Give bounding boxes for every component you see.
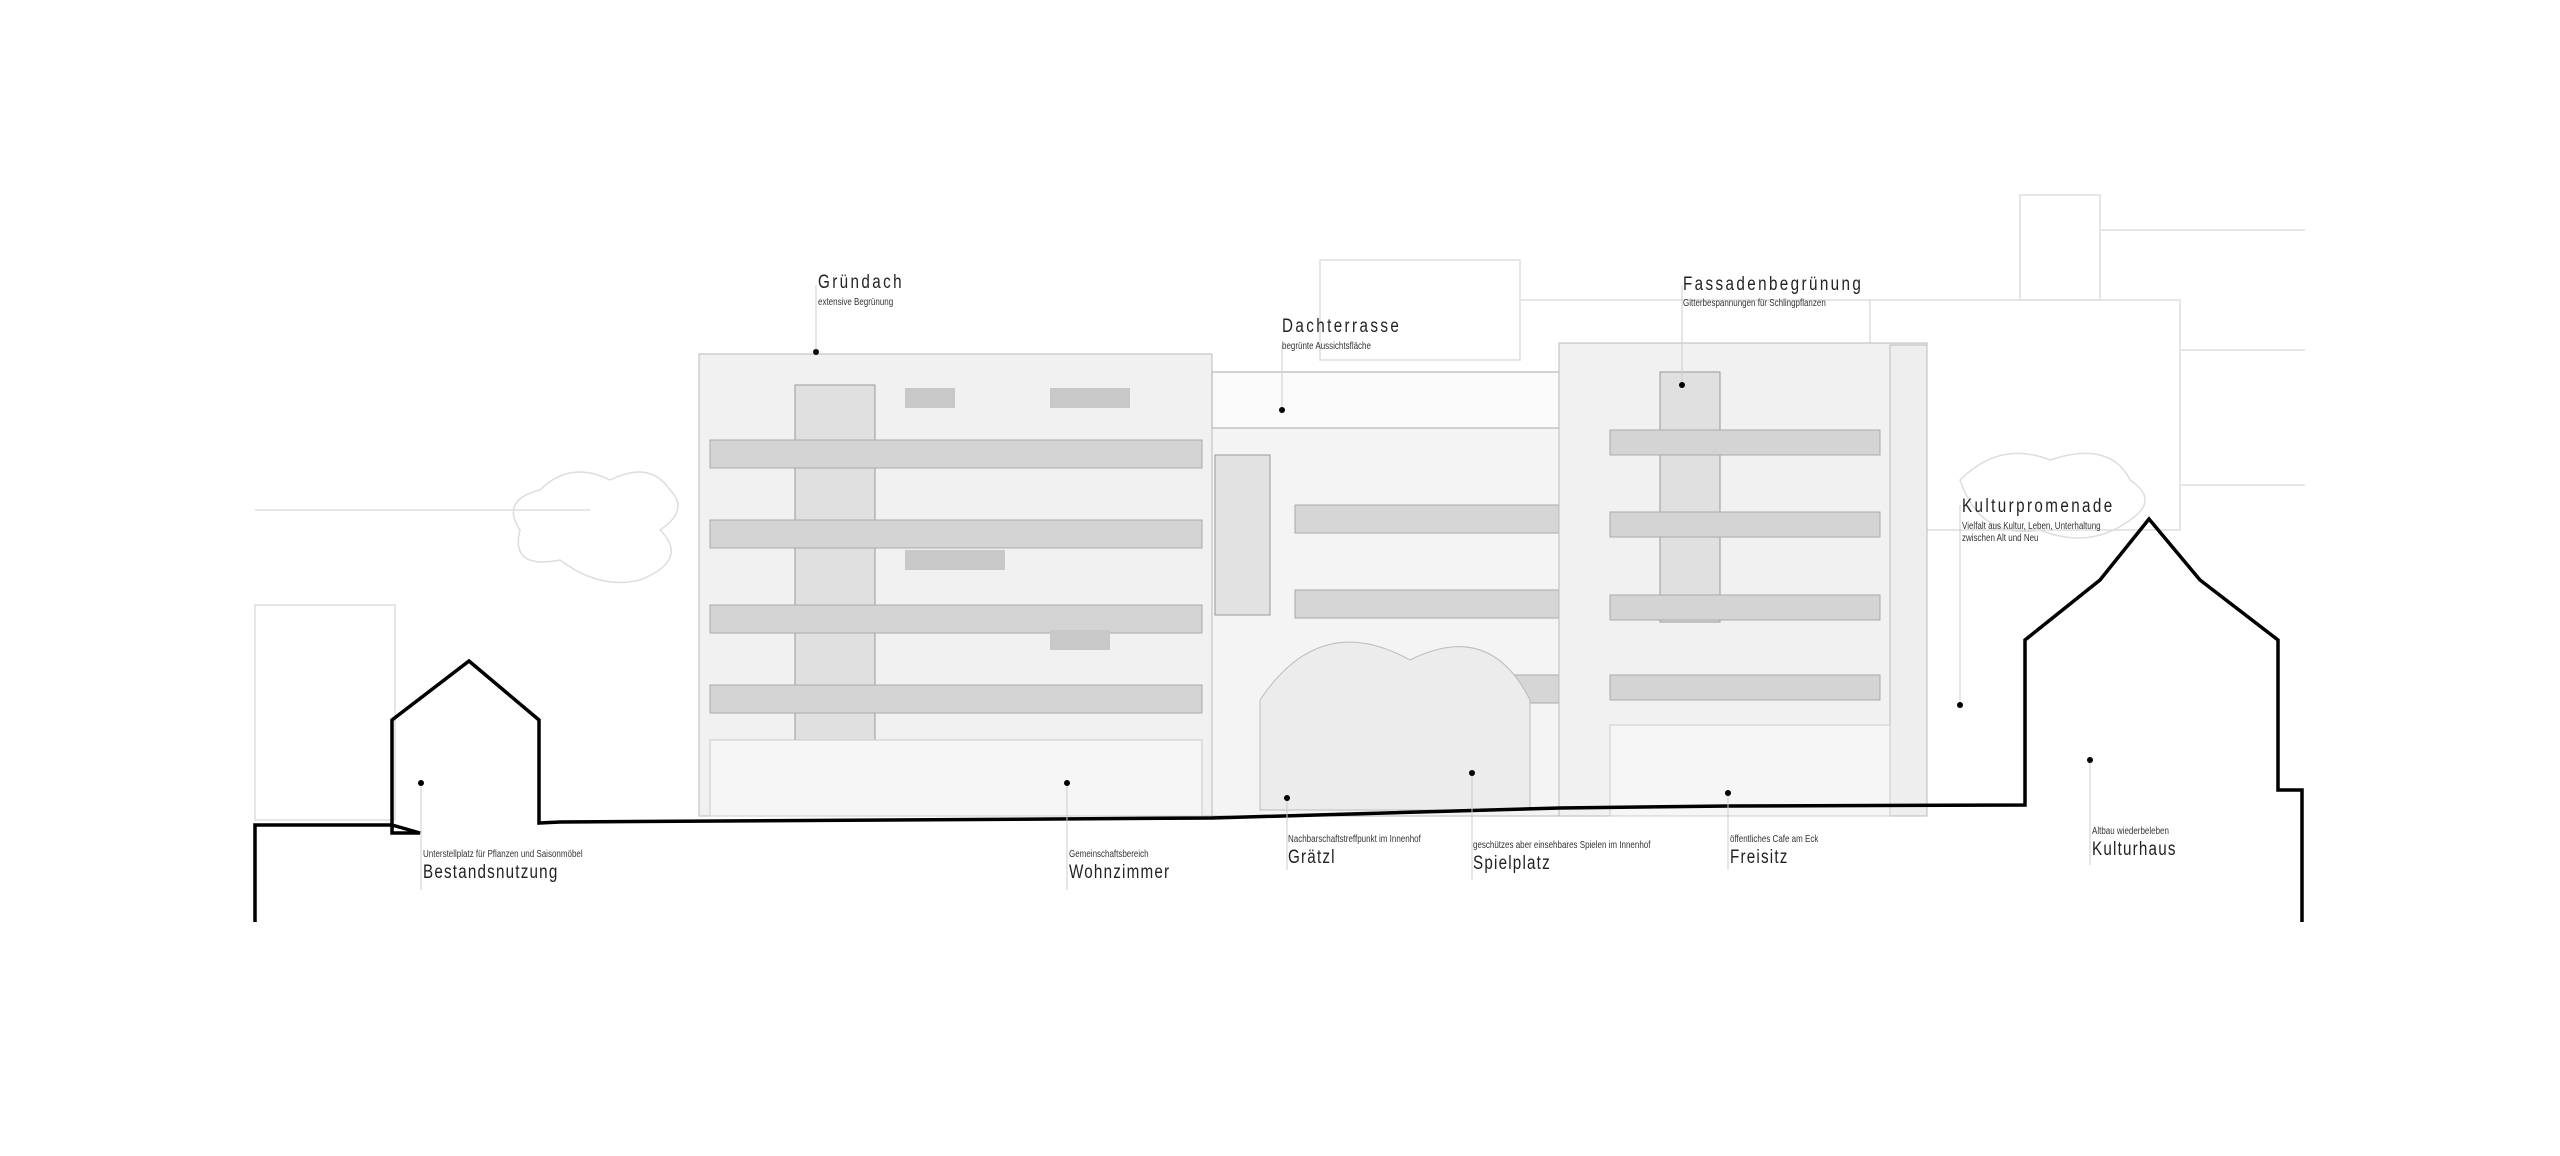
marker-dots (418, 349, 2093, 801)
label-dachterrasse-title: Dachterrasse (1282, 316, 1402, 337)
label-kulturpromenade-title: Kulturpromenade (1962, 496, 2115, 517)
label-freisitz-title: Freisitz (1730, 847, 1789, 868)
left-building (698, 353, 1213, 817)
label-wohnzimmer-title: Wohnzimmer (1069, 862, 1171, 883)
label-graetzl-subtitle: Nachbarschaftstreffpunkt im Innenhof (1288, 834, 1421, 845)
label-gruendach-subtitle: extensive Begrünung (818, 297, 894, 308)
label-graetzl-title: Grätzl (1288, 847, 1336, 868)
label-kulturhaus-title: Kulturhaus (2092, 839, 2177, 860)
label-dachterrasse-subtitle: begrünte Aussichtsfläche (1282, 341, 1371, 352)
label-bestandsnutzung-subtitle: Unterstellplatz für Pflanzen und Saisonm… (423, 849, 583, 860)
label-bestandsnutzung-title: Bestandsnutzung (423, 862, 559, 883)
middle-building (1211, 371, 1560, 817)
label-wohnzimmer-subtitle: Gemeinschaftsbereich (1069, 849, 1149, 860)
label-gruendach-title: Gründach (818, 272, 904, 293)
label-spielplatz-title: Spielplatz (1473, 853, 1551, 874)
label-kulturpromenade-subtitle-1: Vielfalt aus Kultur, Leben, Unterhaltung (1962, 521, 2101, 532)
label-spielplatz-subtitle: geschützes aber einsehbares Spielen im I… (1473, 840, 1651, 851)
background-buildings (254, 194, 2305, 821)
label-freisitz-subtitle: öffentliches Cafe am Eck (1730, 834, 1819, 845)
label-kulturhaus-subtitle: Altbau wiederbeleben (2092, 826, 2169, 837)
label-fassadenbegruenung-subtitle: Gitterbespannungen für Schlingpflanzen (1683, 298, 1826, 309)
right-building (1558, 342, 1928, 817)
leader-lines (420, 285, 2091, 890)
label-fassadenbegruenung-title: Fassadenbegrünung (1683, 274, 1864, 295)
label-kulturpromenade-subtitle-2: zwischen Alt und Neu (1962, 533, 2039, 544)
section-cut-line (253, 516, 2304, 922)
